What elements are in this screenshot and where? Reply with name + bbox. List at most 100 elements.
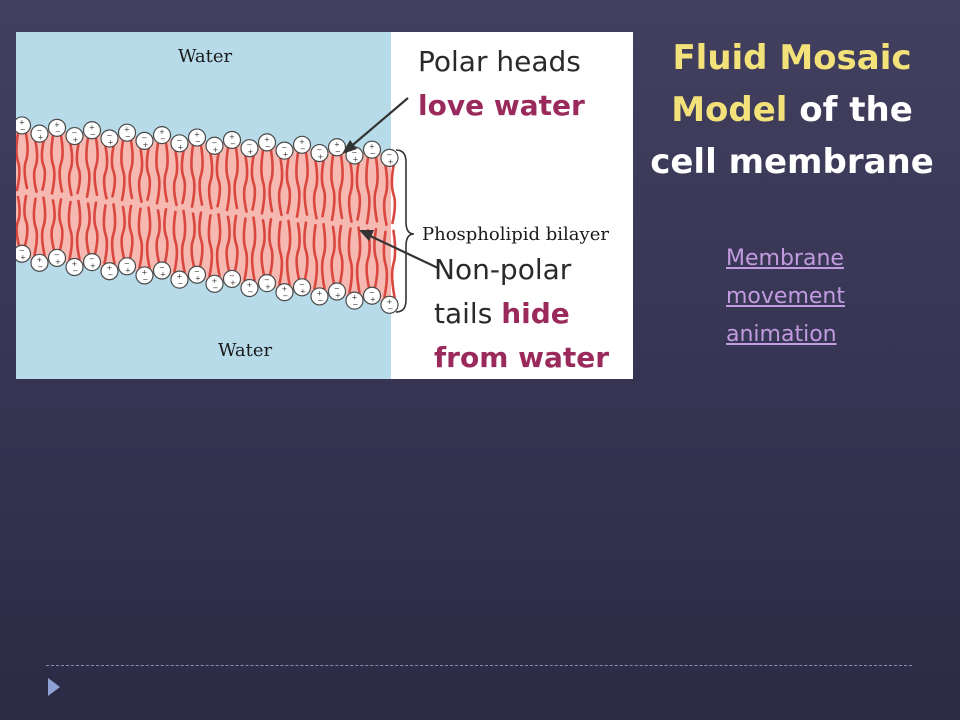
svg-text:−: − — [19, 247, 25, 255]
polar-head: −+ — [30, 124, 49, 143]
water-label-top: Water — [178, 46, 233, 67]
svg-text:+: + — [353, 155, 359, 163]
lipid-tail — [172, 150, 179, 207]
svg-text:+: + — [108, 138, 114, 146]
svg-text:+: + — [387, 298, 393, 306]
lipid-tails — [16, 132, 397, 299]
lipid-tail — [295, 151, 301, 218]
svg-text:−: − — [282, 144, 288, 152]
svg-text:−: − — [54, 251, 60, 259]
svg-text:−: − — [230, 140, 236, 148]
svg-text:−: − — [55, 128, 61, 136]
svg-text:+: + — [247, 281, 253, 289]
polar-heads-text: Polar heads — [418, 45, 581, 78]
lipid-tail — [215, 152, 222, 208]
polar-head: −+ — [47, 248, 67, 268]
svg-text:+: + — [178, 143, 184, 151]
svg-text:+: + — [38, 134, 44, 142]
svg-text:−: − — [388, 305, 394, 313]
svg-text:+: + — [177, 273, 183, 281]
footer-divider — [46, 665, 912, 666]
lipid-tail — [67, 200, 74, 261]
lipid-tail — [312, 223, 319, 290]
lipid-tail — [16, 132, 21, 192]
lipid-tail — [225, 215, 231, 273]
svg-text:+: + — [194, 131, 200, 139]
svg-text:−: − — [369, 289, 375, 297]
svg-text:−: − — [38, 263, 44, 271]
lipid-tail — [207, 213, 214, 278]
svg-text:−: − — [248, 288, 254, 296]
svg-text:−: − — [317, 146, 323, 154]
svg-text:−: − — [353, 301, 359, 309]
lipid-tail — [355, 226, 362, 294]
polar-head: −+ — [327, 282, 347, 301]
lipid-tail — [40, 196, 47, 257]
svg-text:−: − — [299, 280, 305, 288]
lipid-tail — [390, 229, 397, 299]
lipid-tail — [190, 212, 196, 269]
title-model-word: Model — [671, 90, 788, 130]
svg-text:+: + — [55, 258, 61, 266]
lipid-tail — [303, 221, 309, 281]
lipid-tail — [110, 203, 117, 265]
polar-head: +− — [117, 123, 137, 142]
svg-text:+: + — [299, 138, 305, 146]
polar-head: +− — [257, 133, 277, 152]
lipid-tail — [242, 154, 249, 213]
svg-text:−: − — [370, 150, 376, 158]
lipid-tail — [312, 159, 319, 220]
svg-text:−: − — [142, 134, 148, 142]
svg-text:−: − — [107, 131, 113, 139]
svg-text:−: − — [213, 284, 219, 292]
lipid-tail — [330, 225, 336, 285]
lipid-tail — [373, 156, 379, 223]
lipid-tail — [277, 157, 284, 217]
membrane-animation-link[interactable]: Membrane movement animation — [726, 240, 896, 354]
polar-head: +− — [170, 270, 189, 289]
lipid-tail — [172, 210, 179, 273]
lipid-tail — [285, 219, 292, 286]
svg-text:+: + — [195, 275, 201, 283]
lipid-tail — [145, 206, 152, 269]
polar-head: +− — [205, 274, 224, 293]
polar-head: +− — [16, 116, 32, 135]
svg-text:−: − — [124, 259, 130, 267]
svg-text:+: + — [90, 262, 96, 270]
svg-text:+: + — [20, 254, 26, 262]
lipid-tail — [137, 147, 144, 203]
svg-text:+: + — [124, 126, 130, 134]
polar-head: +− — [65, 257, 84, 277]
svg-text:−: − — [318, 296, 324, 304]
svg-text:−: − — [335, 147, 341, 155]
tails-text: tails — [434, 297, 502, 330]
lipid-tail — [330, 153, 336, 222]
lipid-tail — [85, 136, 91, 198]
polar-head: −+ — [257, 274, 277, 293]
svg-text:−: − — [177, 136, 183, 144]
svg-text:+: + — [142, 268, 148, 276]
svg-text:−: − — [37, 127, 43, 135]
svg-text:+: + — [318, 153, 324, 161]
svg-text:+: + — [282, 285, 288, 293]
lipid-tail — [128, 204, 134, 260]
svg-text:+: + — [159, 128, 165, 136]
lipid-tail — [198, 211, 204, 269]
svg-text:+: + — [229, 133, 235, 141]
lipid-tail — [250, 154, 257, 211]
lipid-tail — [75, 142, 82, 195]
polar-head: −+ — [380, 148, 399, 167]
nonpolar-tails-callout: Non-polar tails hide from water — [434, 248, 634, 380]
polar-head: +− — [222, 130, 242, 150]
svg-text:−: − — [72, 129, 78, 137]
svg-text:+: + — [125, 266, 131, 274]
svg-text:−: − — [247, 141, 253, 149]
lipid-tail — [382, 164, 389, 227]
lipid-tail — [320, 159, 327, 218]
lipid-tail — [102, 145, 109, 200]
svg-text:+: + — [265, 283, 271, 291]
polar-heads-callout: Polar heads love water — [418, 40, 630, 128]
lipid-tail — [120, 139, 126, 202]
svg-text:−: − — [387, 151, 393, 159]
lipid-tail — [320, 222, 327, 290]
